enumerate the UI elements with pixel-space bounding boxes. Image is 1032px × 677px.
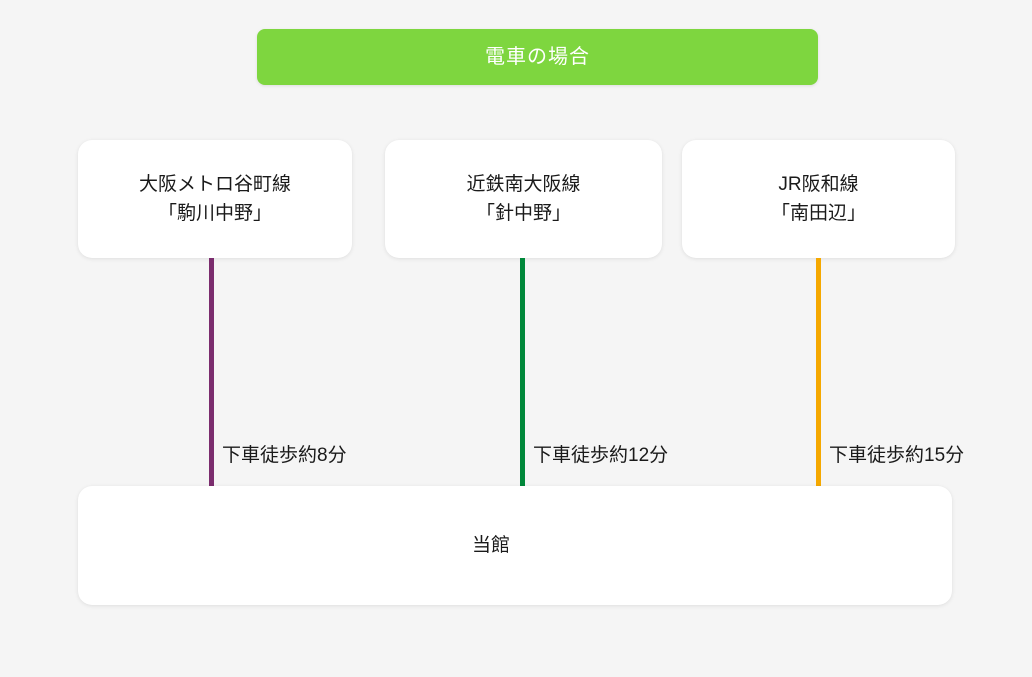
station-card-osaka-metro-tanimachi: 大阪メトロ谷町線 「駒川中野」 xyxy=(78,140,352,258)
connector-line-minami-osaka xyxy=(520,258,525,486)
walk-time-label-tanimachi: 下車徒歩約8分 xyxy=(222,445,347,466)
station-stop-name: 「南田辺」 xyxy=(770,203,866,224)
station-line-name: 近鉄南大阪線 xyxy=(466,173,581,195)
station-card-jr-hanwa: JR阪和線 「南田辺」 xyxy=(682,140,955,258)
connector-line-hanwa xyxy=(816,258,821,486)
walk-time-label-minami-osaka: 下車徒歩約12分 xyxy=(533,445,669,466)
connector-line-tanimachi xyxy=(209,258,214,486)
station-stop-name: 「針中野」 xyxy=(475,203,571,224)
walk-time-label-hanwa: 下車徒歩約15分 xyxy=(829,445,965,466)
station-stop-name: 「駒川中野」 xyxy=(157,203,272,224)
station-card-kintetsu-minami-osaka: 近鉄南大阪線 「針中野」 xyxy=(385,140,662,258)
section-header-banner: 電車の場合 xyxy=(257,29,818,85)
station-line-name: 大阪メトロ谷町線 xyxy=(138,173,291,195)
destination-card: 当館 xyxy=(78,486,952,605)
destination-label: 当館 xyxy=(471,535,510,556)
section-header-title: 電車の場合 xyxy=(485,46,590,68)
station-line-name: JR阪和線 xyxy=(778,173,859,195)
